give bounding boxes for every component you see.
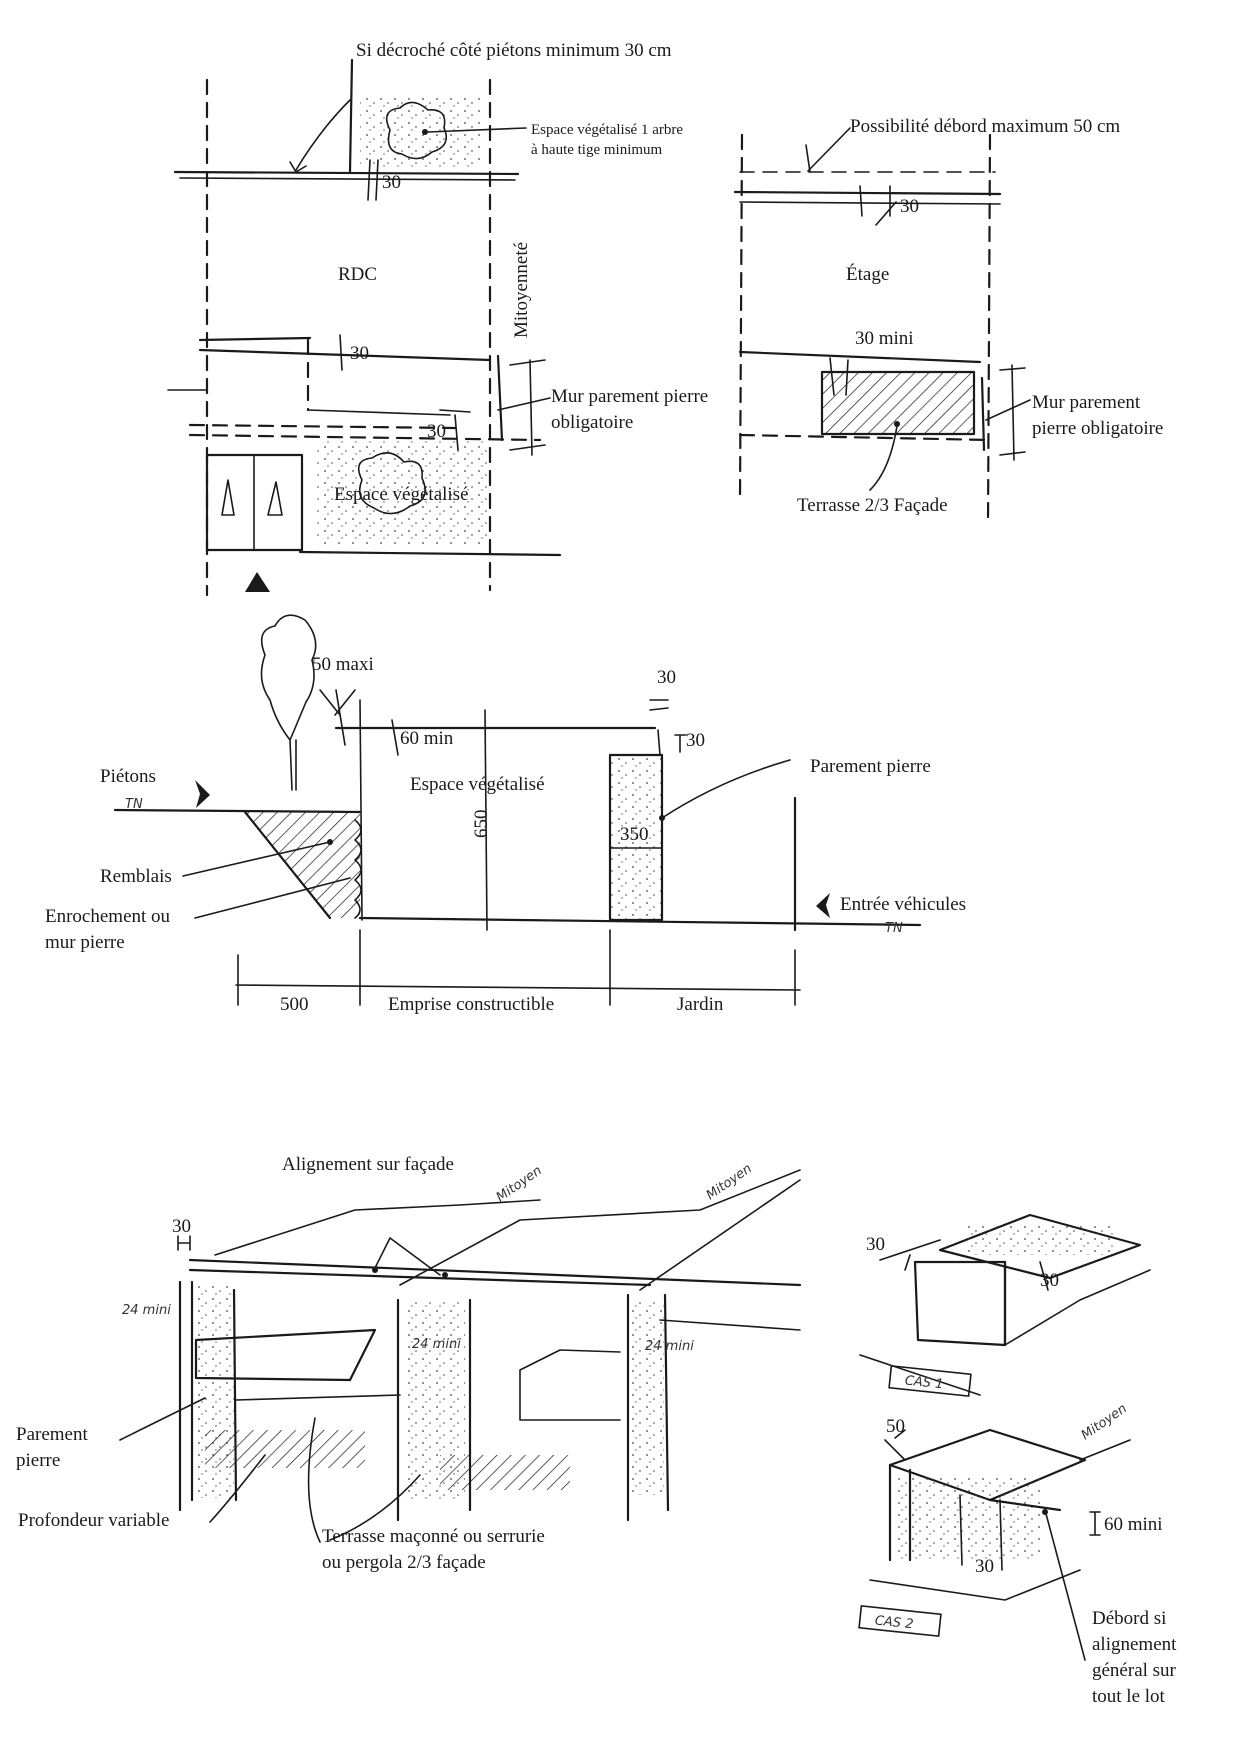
terrasse-line2: ou pergola 2/3 façade <box>322 1552 486 1573</box>
floor-hatch-left <box>205 1430 365 1468</box>
vehicle-arrow-icon <box>816 893 830 918</box>
rdc-dim-middle: 30 <box>350 343 369 364</box>
alignement-label: Alignement sur façade <box>282 1154 454 1175</box>
parement-line1: Parement <box>16 1424 88 1445</box>
cas2-dim-30: 30 <box>975 1556 994 1577</box>
etage-terrasse: Terrasse 2/3 Façade <box>797 495 948 516</box>
profondeur-label: Profondeur variable <box>18 1510 169 1531</box>
cas1-roof-stipple <box>965 1225 1115 1255</box>
enrochement-line1: Enrochement ou <box>45 906 171 927</box>
bottom-jardin: Jardin <box>677 994 724 1015</box>
dim-60-min: 60 min <box>400 728 454 749</box>
mitoyen-1: Mitoyen <box>494 1163 545 1205</box>
debord-line4: tout le lot <box>1092 1686 1166 1707</box>
perspective-sketch: Alignement sur façade Mitoyen Mitoyen 30… <box>16 1154 802 1573</box>
etage-dim-mini: 30 mini <box>855 328 914 349</box>
debord-line3: général sur <box>1092 1660 1177 1681</box>
cas2-sketch: CAS 2 50 Mitoyen 60 mini 30 Débord si al… <box>858 1401 1177 1707</box>
rdc-dim-top: 30 <box>382 172 401 193</box>
dim-30-top: 30 <box>657 667 676 688</box>
debord-note: Possibilité débord maximum 50 cm <box>850 116 1120 137</box>
pedestrian-arrow-icon <box>195 780 210 808</box>
cas2-dim-50: 50 <box>886 1416 905 1437</box>
decroche-note: Si décroché côté piétons minimum 30 cm <box>356 40 672 61</box>
cas1-dim-right: 30 <box>1040 1270 1059 1291</box>
dim-30-right: 30 <box>686 730 705 751</box>
cas2-wall-stipple <box>895 1475 1040 1560</box>
tree-note-line1: Espace végétalisé 1 arbre <box>531 122 683 138</box>
floor-hatch-middle <box>440 1455 570 1490</box>
right-wall-stipple <box>632 1300 664 1495</box>
rdc-espace-vegetalise: Espace végétalisé <box>334 484 469 505</box>
debord-line2: alignement <box>1092 1634 1177 1655</box>
bottom-500: 500 <box>280 994 309 1015</box>
persp-dim-30: 30 <box>172 1216 191 1237</box>
parement-pierre-label: Parement pierre <box>810 756 931 777</box>
hand-24-3: 24 mini <box>645 1339 694 1354</box>
dim-350: 350 <box>620 824 649 845</box>
plan-etage: Possibilité débord maximum 50 cm 30 Étag… <box>733 116 1163 527</box>
mitoyen-2: Mitoyen <box>704 1161 755 1203</box>
cross-section: 50 maxi 60 min 30 30 Piétons TN Espace v… <box>45 614 966 1015</box>
tree-note-line2: à haute tige minimum <box>531 142 663 158</box>
cas1-sketch: CAS 1 30 30 <box>859 1213 1151 1397</box>
enrochement-line2: mur pierre <box>45 932 125 953</box>
etage-mur-line1: Mur parement <box>1032 392 1141 413</box>
cas2-dim-60-mini: 60 mini <box>1104 1514 1163 1535</box>
remblais-label: Remblais <box>100 866 172 887</box>
tn-right: TN <box>885 921 903 936</box>
rdc-title: RDC <box>338 264 377 285</box>
dim-50-maxi: 50 maxi <box>312 654 374 675</box>
hand-24-1: 24 mini <box>122 1303 171 1318</box>
pietons-label: Piétons <box>100 766 156 787</box>
cas2-mitoyen: Mitoyen <box>1079 1401 1130 1443</box>
mitoyennete-label: Mitoyenneté <box>511 242 532 338</box>
cas1-dim-left: 30 <box>866 1234 885 1255</box>
etage-title: Étage <box>846 263 889 285</box>
section-espace-vegetalise: Espace végétalisé <box>410 774 545 795</box>
plan-rdc: Si décroché côté piétons minimum 30 cm E… <box>167 40 708 597</box>
dim-650: 650 <box>471 810 492 839</box>
stone-wall-stipple <box>610 755 662 920</box>
etage-mur-line2: pierre obligatoire <box>1032 418 1163 439</box>
debord-line1: Débord si <box>1092 1608 1166 1629</box>
tn-left: TN <box>125 797 143 812</box>
planted-area-rdc <box>315 440 490 545</box>
entry-marker-icon <box>245 572 270 592</box>
cas1-label: CAS 1 <box>904 1373 944 1392</box>
hand-24-2: 24 mini <box>412 1337 461 1352</box>
etage-dim-top: 30 <box>900 196 919 217</box>
rdc-mur-line2: obligatoire <box>551 412 633 433</box>
entree-vehicules-label: Entrée véhicules <box>840 894 966 915</box>
rdc-mur-line1: Mur parement pierre <box>551 386 708 407</box>
cas2-label: CAS 2 <box>874 1613 914 1632</box>
remblais-hatch <box>245 812 360 918</box>
rdc-dim-lower: 30 <box>427 421 446 442</box>
parement-line2: pierre <box>16 1450 60 1471</box>
terrasse-line1: Terrasse maçonné ou serrurie <box>322 1526 545 1547</box>
bottom-emprise: Emprise constructible <box>388 994 554 1015</box>
